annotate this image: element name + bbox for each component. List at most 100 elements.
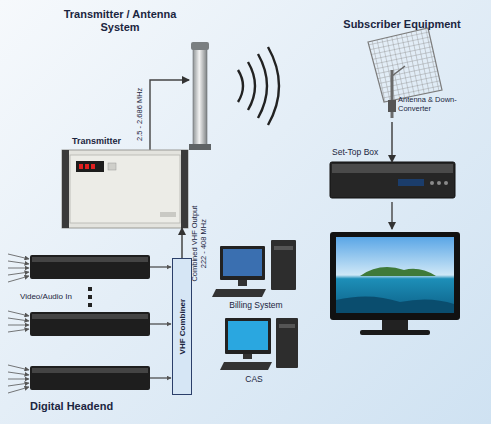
- encoders: [30, 255, 150, 390]
- av-inputs: [8, 254, 29, 393]
- connector-label: Combined VHF Output 222 - 408 MHz: [191, 200, 208, 286]
- set-top-box-art: [330, 162, 455, 198]
- down-converter: [388, 100, 396, 112]
- dish-antenna: Antenna & Down-Converter: [360, 28, 468, 122]
- feed-arm: [392, 66, 405, 76]
- wave-arc: [268, 47, 279, 125]
- stb-button: [430, 181, 434, 185]
- box-heading: Transmitter: [72, 136, 182, 146]
- antenna-tube: [193, 48, 207, 146]
- device-label: Antenna & Down-Converter: [398, 96, 466, 113]
- box-title: VHF Combiner: [177, 262, 186, 391]
- input-line: [8, 254, 29, 259]
- output-line: [150, 266, 171, 267]
- section-heading: Subscriber Equipment: [322, 18, 482, 31]
- billing-computer: [212, 240, 296, 297]
- input-line: [8, 372, 29, 375]
- input-line: [8, 268, 29, 269]
- antenna-cap: [191, 42, 209, 50]
- tower: [276, 318, 298, 368]
- input-line: [8, 311, 29, 316]
- input-line: [8, 379, 29, 380]
- input-line: [8, 318, 29, 321]
- connector: [181, 228, 183, 258]
- side-handle: [181, 150, 188, 228]
- video-out-line: [391, 202, 392, 229]
- encoder-top: [32, 314, 148, 319]
- cabinet-panel: [70, 155, 180, 223]
- frequency-label: 2.5 - 2.686 MHz: [136, 79, 145, 149]
- cabinet-body: [62, 150, 188, 228]
- monitor-stand: [238, 280, 247, 286]
- box-heading: Set-Top Box: [332, 148, 390, 158]
- wave-arc: [248, 62, 255, 110]
- stb-body: [330, 162, 455, 198]
- drive-bay: [274, 246, 293, 250]
- stb-button: [444, 181, 448, 185]
- panel-button: [108, 163, 116, 170]
- led-digit: [79, 164, 83, 169]
- radio-waves: [238, 47, 279, 125]
- keyboard: [212, 289, 266, 297]
- stb-display: [398, 179, 424, 186]
- stb-top: [332, 164, 453, 173]
- keyboard: [220, 362, 272, 370]
- device-label: CAS: [222, 375, 286, 385]
- encoder-top: [32, 257, 148, 262]
- tv-screen: [336, 237, 454, 313]
- cas-computer: [220, 318, 298, 370]
- input-line: [8, 325, 29, 326]
- set-top-box: Set-Top Box: [330, 162, 455, 198]
- dot: [88, 303, 92, 307]
- led-digit: [85, 164, 89, 169]
- section-heading: Digital Headend: [30, 400, 170, 413]
- led-display: [76, 161, 104, 172]
- combiner-box: VHF Combiner: [172, 258, 192, 395]
- monitor-screen: [228, 321, 268, 350]
- drive-bay: [279, 324, 295, 328]
- transmitter-cabinet: [62, 150, 188, 228]
- encoder-top: [32, 368, 148, 373]
- monitor-screen: [223, 249, 262, 276]
- encoder-box: [30, 312, 150, 336]
- device-label: Billing System: [208, 301, 304, 311]
- input-line: [8, 276, 29, 282]
- monitor: [225, 318, 271, 354]
- tv-base: [360, 330, 430, 335]
- stb-button: [437, 181, 441, 185]
- tower: [271, 240, 296, 290]
- input-line: [8, 329, 29, 332]
- input-label: Video/Audio In: [20, 292, 82, 301]
- input-line: [8, 387, 29, 393]
- output-line: [150, 323, 171, 324]
- antenna-mount: [189, 144, 211, 150]
- badge: [160, 212, 176, 217]
- dot: [88, 295, 92, 299]
- monitor-stand: [243, 354, 252, 359]
- television: [330, 232, 460, 335]
- encoder-box: [30, 366, 150, 390]
- cas-station: CAS: [222, 375, 286, 385]
- transmitter-box: Transmitter: [62, 150, 188, 228]
- rf-feed-line: [150, 80, 189, 150]
- encoder-box: [30, 255, 150, 279]
- tx-antenna: [189, 42, 211, 150]
- tv-frame: [330, 232, 460, 320]
- ellipsis-dots: [88, 287, 92, 307]
- wave-arc: [258, 54, 267, 118]
- side-handle: [62, 150, 69, 228]
- dot: [88, 287, 92, 291]
- input-line: [8, 383, 29, 386]
- tv-stand: [382, 320, 408, 330]
- encoder-outputs: [150, 267, 171, 378]
- output-line: [150, 377, 171, 378]
- island: [360, 267, 436, 276]
- input-line: [8, 365, 29, 370]
- connector: [391, 122, 393, 162]
- section-heading: Transmitter / Antenna System: [50, 8, 190, 33]
- wave-arc: [238, 70, 243, 102]
